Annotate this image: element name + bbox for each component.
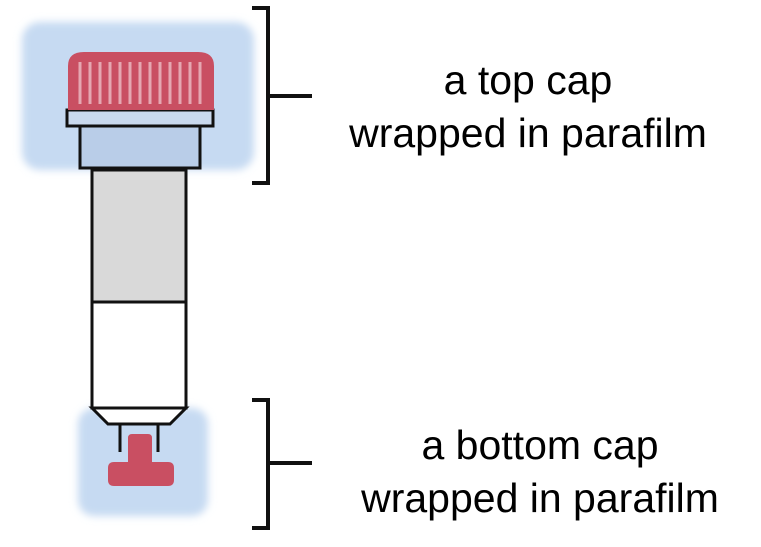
column-tip	[88, 406, 190, 426]
top-cap-collar	[78, 120, 202, 170]
bottom-cap-label-line2: wrapped in parafilm	[361, 475, 719, 521]
top-cap-grip-lines	[78, 62, 202, 104]
bottom-cap-label-line1: a bottom cap	[421, 422, 659, 468]
column-lower-body	[90, 300, 188, 410]
bottom-bracket	[252, 398, 312, 530]
top-cap-label-line1: a top cap	[443, 57, 613, 103]
bottom-cap-label: a bottom cap wrapped in parafilm	[330, 419, 750, 525]
top-bracket	[252, 6, 312, 185]
column-outlet	[118, 424, 160, 452]
top-cap-label: a top cap wrapped in parafilm	[318, 54, 738, 160]
top-cap-label-line2: wrapped in parafilm	[349, 110, 707, 156]
column-packing	[90, 168, 188, 304]
top-cap-rim	[65, 108, 215, 128]
bottom-cap	[108, 434, 174, 486]
